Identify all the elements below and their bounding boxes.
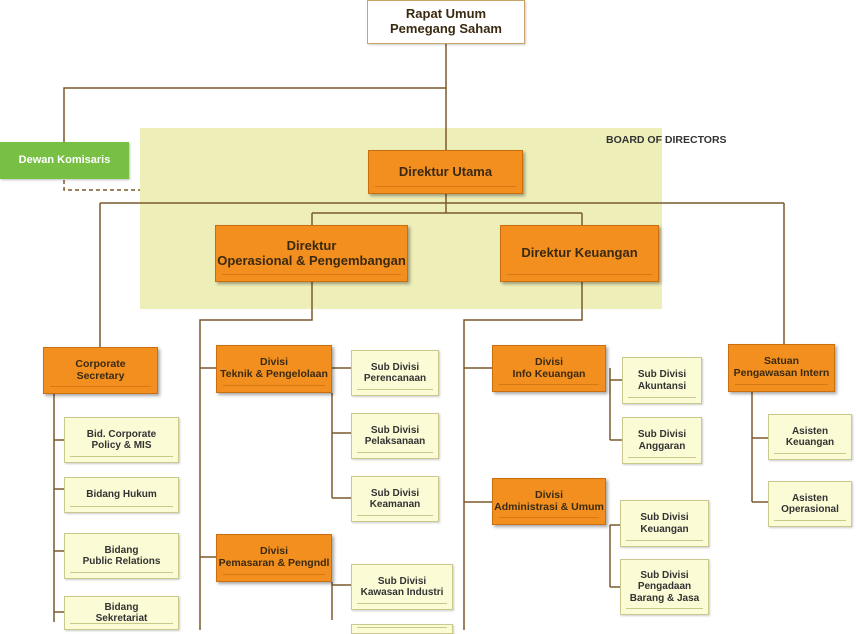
node-divisi-administrasi: Divisi Administrasi & Umum xyxy=(492,478,606,525)
node-corporate-secretary: Corporate Secretary xyxy=(43,347,158,394)
node-direktur-keuangan: Direktur Keuangan xyxy=(500,225,659,282)
node-divisi-pemasaran: Divisi Pemasaran & Pengndl xyxy=(216,534,332,582)
node-direktur-operasional: Direktur Operasional & Pengembangan xyxy=(215,225,408,282)
node-sub-cut-off xyxy=(351,624,453,634)
node-asisten-operasional: Asisten Operasional xyxy=(768,481,852,527)
node-rups: Rapat Umum Pemegang Saham xyxy=(367,0,525,44)
node-bidang-hukum: Bidang Hukum xyxy=(64,477,179,513)
line-dewan-dashed xyxy=(63,180,140,191)
node-sub-akuntansi: Sub Divisi Akuntansi xyxy=(622,357,702,404)
node-bidang-public-relations: Bidang Public Relations xyxy=(64,533,179,579)
node-sub-keamanan: Sub Divisi Keamanan xyxy=(351,476,439,522)
node-sub-keuangan: Sub Divisi Keuangan xyxy=(620,500,709,547)
node-asisten-keuangan: Asisten Keuangan xyxy=(768,414,852,460)
node-sub-kawasan-industri: Sub Divisi Kawasan Industri xyxy=(351,564,453,610)
line-dirops-down xyxy=(199,282,313,630)
node-bid-corporate-policy: Bid. Corporate Policy & MIS xyxy=(64,417,179,463)
node-divisi-teknik: Divisi Teknik & Pengelolaan xyxy=(216,345,332,393)
board-of-directors-label: BOARD OF DIRECTORS xyxy=(606,134,727,146)
node-sub-anggaran: Sub Divisi Anggaran xyxy=(622,417,702,464)
node-satuan-pengawasan-intern: Satuan Pengawasan Intern xyxy=(728,344,835,392)
node-direktur-utama: Direktur Utama xyxy=(368,150,523,194)
node-bidang-sekretariat: Bidang Sekretariat xyxy=(64,596,179,630)
node-dewan-komisaris: Dewan Komisaris xyxy=(0,142,129,179)
line-rups-dewan xyxy=(63,87,446,144)
node-sub-perencanaan: Sub Divisi Perencanaan xyxy=(351,350,439,396)
node-sub-pengadaan: Sub Divisi Pengadaan Barang & Jasa xyxy=(620,559,709,615)
line-dirkeu-down xyxy=(463,282,583,630)
node-sub-pelaksanaan: Sub Divisi Pelaksanaan xyxy=(351,413,439,459)
node-divisi-info-keuangan: Divisi Info Keuangan xyxy=(492,345,606,392)
